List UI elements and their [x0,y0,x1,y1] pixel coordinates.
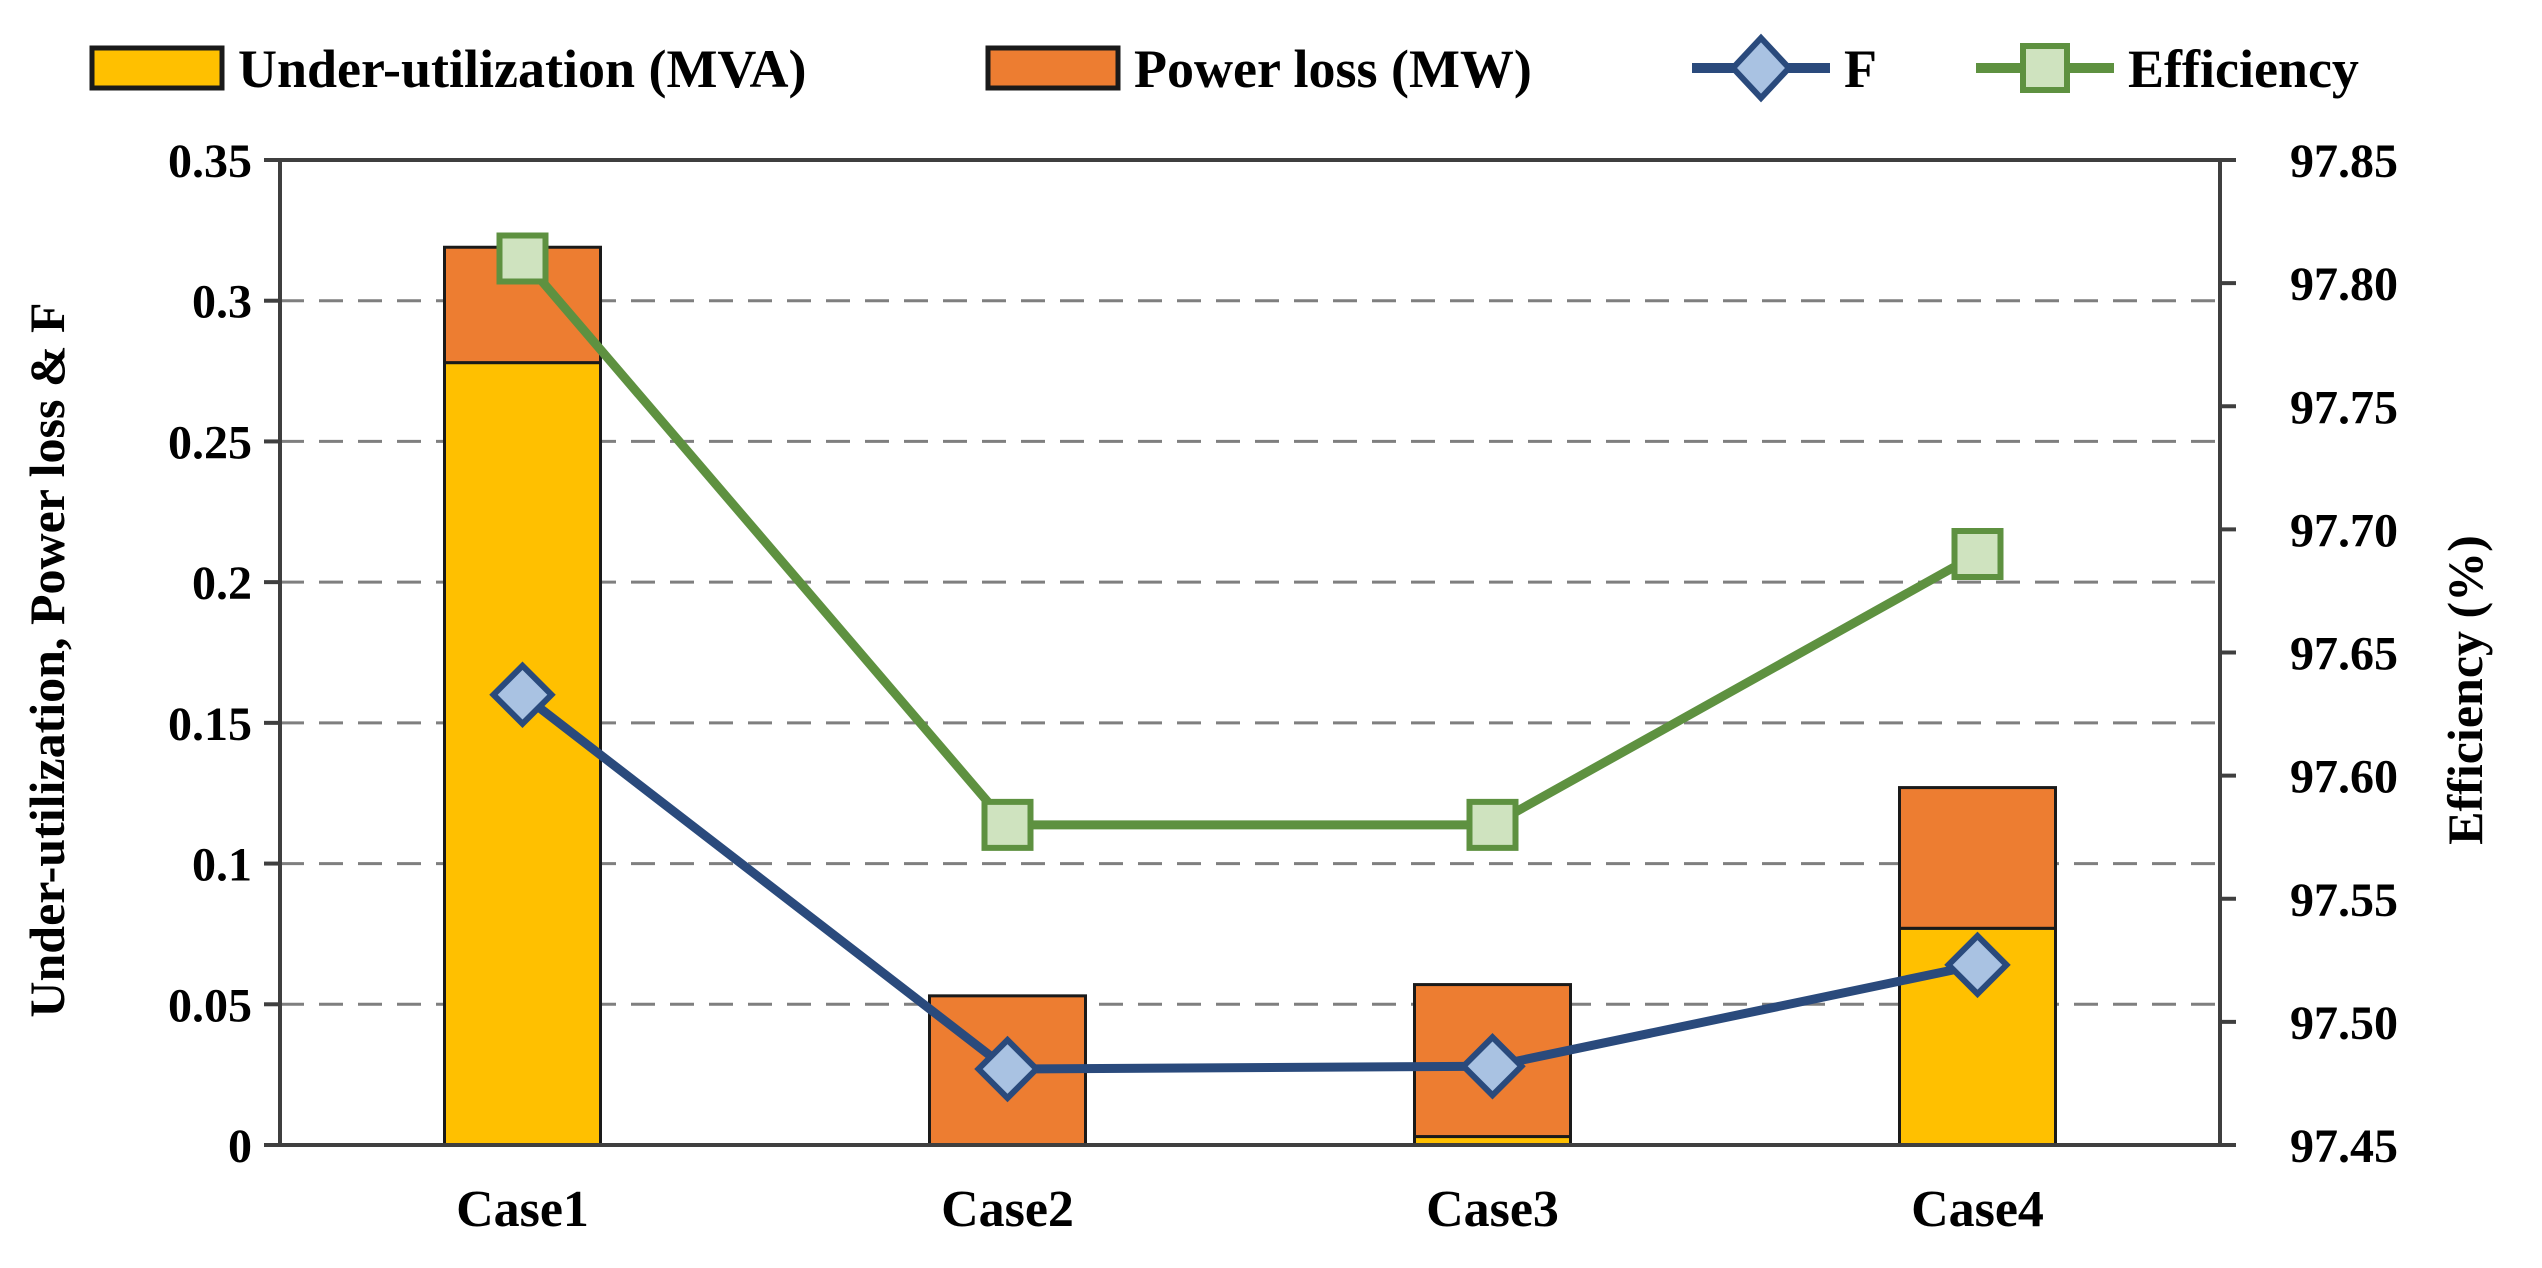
axis-ticks [264,158,2236,1147]
legend-diamond-marker-icon [1728,33,1794,103]
left-axis-tick-label: 0.3 [192,276,252,329]
right-axis-tick-label: 97.45 [2290,1120,2398,1173]
right-axis-tick-label: 97.55 [2290,874,2398,927]
f-marker-case4 [1944,931,2011,999]
legend-item-f: F [1692,33,1877,103]
right-axis-tick-labels: 97.85 97.80 97.75 97.70 97.65 97.60 97.55 97.50… [2290,135,2398,1173]
x-axis-label-case4: Case4 [1911,1181,2044,1238]
f-marker-case3 [1459,1032,1526,1100]
legend-label-f: F [1844,39,1877,99]
left-axis-tick-label: 0.2 [192,557,252,610]
legend-swatch-power-loss-icon [985,45,1121,91]
left-axis-tick-label: 0.25 [168,416,252,469]
gridlines [280,299,2220,1006]
right-axis-tick-label: 97.75 [2290,381,2398,434]
plot-area [264,158,2236,1147]
right-axis-tick-label: 97.80 [2290,258,2398,311]
right-axis-title: Efficiency (%) [2437,535,2493,845]
bars [443,245,2057,1147]
bar-segment-under-utilization-case1 [443,361,602,1147]
legend-item-efficiency: Efficiency [1976,39,2359,99]
left-axis-tick-label: 0.1 [192,839,252,892]
left-axis-tick-label: 0.35 [168,135,252,188]
legend: Under-utilization (MVA) Power loss (MW) … [89,33,2359,103]
f-marker-case2 [974,1035,1041,1103]
left-axis-title: Under-utilization, Power loss & F [19,302,75,1017]
efficiency-marker-case4 [1951,528,2004,580]
right-axis-tick-label: 97.70 [2290,504,2398,557]
right-axis-tick-label: 97.60 [2290,751,2398,804]
line-series [489,232,2011,1103]
left-axis-tick-label: 0.05 [168,979,252,1032]
efficiency-marker-case2 [981,798,1034,851]
legend-square-marker-icon [2020,43,2070,93]
efficiency-line [519,255,1980,830]
legend-label-efficiency: Efficiency [2128,39,2359,99]
legend-label-power-loss: Power loss (MW) [1134,39,1532,99]
x-axis-category-labels: Case1 Case2 Case3 Case4 [456,1181,2044,1238]
f-line [519,691,1979,1074]
efficiency-marker-case1 [496,232,549,285]
left-axis-tick-label: 0 [228,1120,252,1173]
x-axis-label-case1: Case1 [456,1181,589,1238]
x-axis-label-case2: Case2 [941,1181,1074,1238]
x-axis-label-case3: Case3 [1426,1181,1559,1238]
bar-segment-power-loss-case4 [1898,786,2057,930]
legend-item-power-loss: Power loss (MW) [985,39,1532,99]
right-axis-tick-label: 97.65 [2290,628,2398,681]
efficiency-marker-case3 [1466,798,1519,851]
right-axis-tick-label: 97.85 [2290,135,2398,188]
legend-swatch-under-utilization-icon [89,45,225,91]
right-axis-tick-label: 97.50 [2290,997,2398,1050]
left-axis-tick-labels: 0.35 0.3 0.25 0.2 0.15 0.1 0.05 0 [168,135,252,1173]
f-marker-case1 [489,661,556,728]
legend-item-under-utilization: Under-utilization (MVA) [89,39,806,99]
legend-label-under-utilization: Under-utilization (MVA) [238,39,806,99]
left-axis-tick-label: 0.15 [168,698,252,751]
